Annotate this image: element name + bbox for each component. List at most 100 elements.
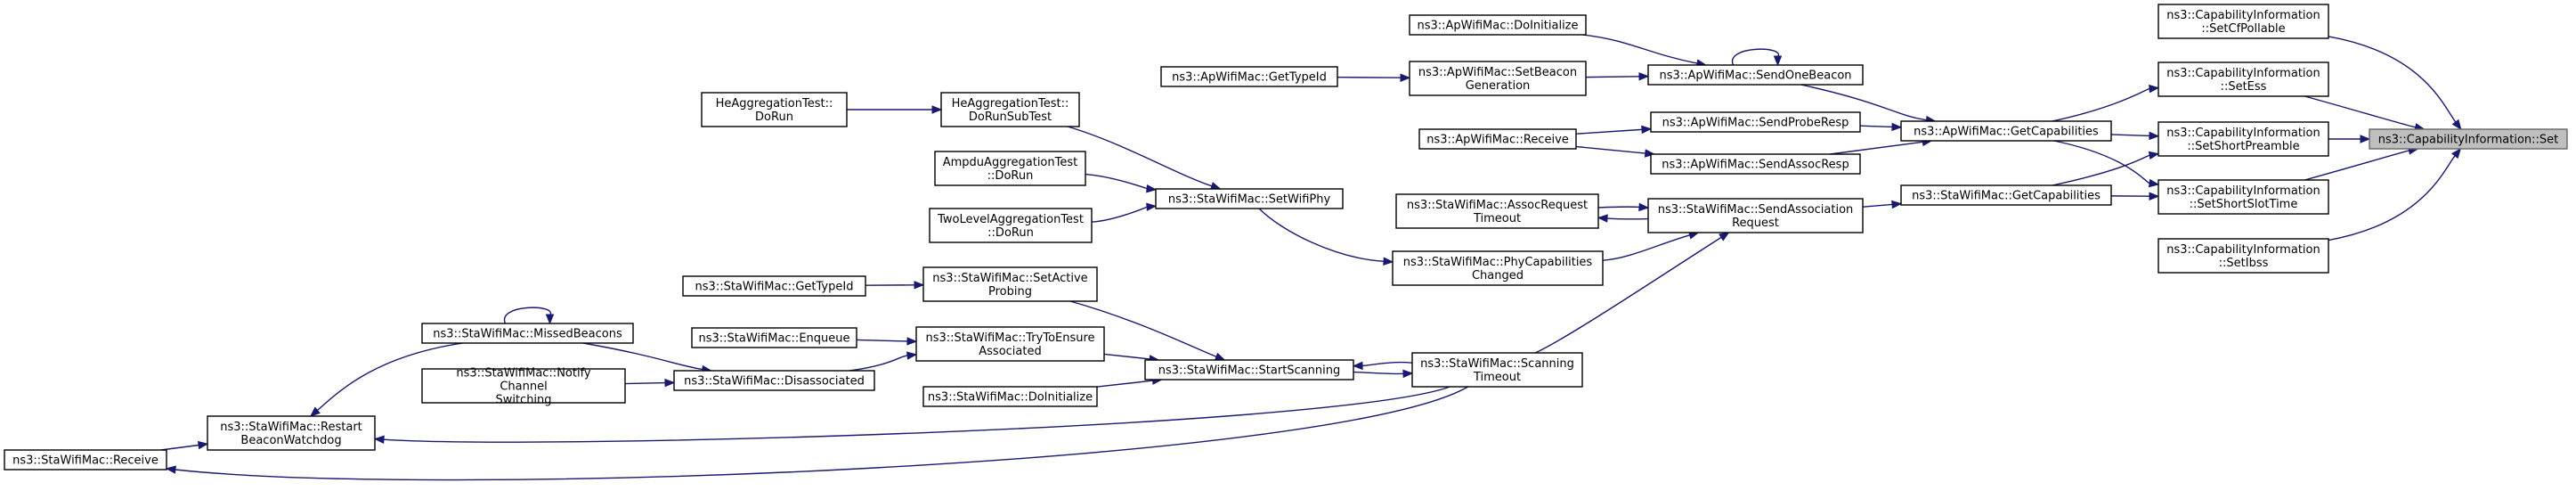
node-ci-setshortslot[interactable]: ns3::CapabilityInformation::SetShortSlot… (2158, 179, 2329, 215)
arrowhead (373, 435, 385, 444)
node-label: ns3::CapabilityInformation (2166, 67, 2320, 80)
edge-line (2328, 155, 2456, 241)
arrowhead (1352, 361, 1363, 371)
edge-sta_enqueue-to-try_ensure (856, 337, 918, 346)
edge-line (160, 444, 199, 451)
node-ci-setess[interactable]: ns3::CapabilityInformation::SetEss (2158, 61, 2329, 97)
node-ci-set[interactable]: ns3::CapabilityInformation::Set (2369, 128, 2568, 150)
node-sta-enqueue[interactable]: ns3::StaWifiMac::Enqueue (691, 327, 857, 348)
arrowhead (1641, 125, 1653, 135)
node-label: ns3::StaWifiMac::SetWifiPhy (1168, 193, 1331, 207)
node-he-dorunsub[interactable]: HeAggregationTest::DoRunSubTest (940, 92, 1080, 127)
node-ap-receive[interactable]: ns3::ApWifiMac::Receive (1418, 128, 1577, 150)
edge-ap_receive-to-ap_sendassoc (1575, 145, 1656, 158)
node-missed-beacons[interactable]: ns3::StaWifiMac::MissedBeacons (421, 323, 634, 344)
node-sta-doinit[interactable]: ns3::StaWifiMac::DoInitialize (922, 386, 1098, 407)
node-twolevel-dorun[interactable]: TwoLevelAggregationTest::DoRun (929, 208, 1093, 243)
edge-ci_setibss-to-ci_set (2328, 147, 2462, 241)
edge-sta_getcaps-to-ci_setshortpreamble (2052, 151, 2160, 186)
node-label: ns3::StaWifiMac::SetActive (932, 272, 1087, 285)
arrowhead (165, 465, 176, 474)
node-box (1418, 128, 1577, 150)
node-label: ::SetCfPollable (2201, 22, 2285, 36)
node-box (1647, 64, 1864, 86)
arrowhead (2360, 135, 2371, 143)
node-ci-setshortpreamble[interactable]: ns3::CapabilityInformation::SetShortPrea… (2158, 121, 2329, 157)
node-label: ns3::ApWifiMac::Receive (1426, 134, 1569, 147)
node-ci-setcfpollable[interactable]: ns3::CapabilityInformation::SetCfPollabl… (2158, 4, 2329, 39)
arrowhead (2149, 84, 2160, 94)
node-he-dorun[interactable]: HeAggregationTest::DoRun (701, 92, 848, 127)
node-label: ::SetIbss (2219, 257, 2269, 270)
node-label: ns3::StaWifiMac::Disassociated (684, 375, 865, 389)
node-sta-getcaps[interactable]: ns3::StaWifiMac::GetCapabilities (1900, 184, 2112, 206)
edge-line (1582, 34, 1698, 64)
node-box (915, 326, 1105, 362)
node-ap-getcaps[interactable]: ns3::ApWifiMac::GetCapabilities (1900, 120, 2112, 142)
node-ap-gettypeid[interactable]: ns3::ApWifiMac::GetTypeId (1160, 66, 1338, 87)
edge-line (175, 386, 1469, 481)
edge-line (624, 381, 666, 385)
node-label: ::SetEss (2221, 80, 2267, 94)
node-label: ::DoRun (987, 169, 1034, 183)
node-ap-doinit[interactable]: ns3::ApWifiMac::DoInitialize (1409, 14, 1587, 36)
edge-line (1353, 371, 1404, 375)
node-label: ns3::StaWifiMac::DoInitialize (928, 391, 1093, 405)
edge-set_wifi_phy-to-phy_caps_changed (1258, 208, 1394, 266)
arrowhead (1719, 232, 1730, 241)
node-box (1647, 198, 1864, 233)
edge-ap_getcaps-to-ci_setess (2052, 84, 2160, 122)
node-label: ns3::StaWifiMac::SendAssociation (1658, 203, 1854, 217)
call-edges (160, 34, 2462, 481)
arrowhead (309, 406, 321, 417)
edge-scanning_timeout-to-start_scanning (1352, 361, 1413, 371)
node-box (1395, 193, 1599, 229)
node-box (1409, 61, 1587, 96)
node-label: ns3::StaWifiMac::TryToEnsure (925, 331, 1094, 345)
node-disassociated[interactable]: ns3::StaWifiMac::Disassociated (673, 370, 875, 391)
arrowhead (1638, 72, 1650, 81)
edge-assoc_req_timeout-to-send_assoc_req (1597, 202, 1650, 212)
arrowhead (2451, 119, 2462, 131)
edge-line (1091, 206, 1148, 223)
edge-line (2304, 95, 2416, 128)
arrowhead (1383, 257, 1394, 266)
node-start-scanning[interactable]: ns3::StaWifiMac::StartScanning (1144, 359, 1354, 381)
node-box (421, 323, 634, 344)
self-loop-ap_sendbeacon (1731, 48, 1783, 67)
node-box (673, 370, 875, 391)
node-box (2158, 61, 2329, 97)
arrowhead (1402, 369, 1414, 379)
node-label: Timeout (1473, 212, 1521, 225)
edge-line (1800, 84, 1927, 121)
node-ap-sendprobe[interactable]: ns3::ApWifiMac::SendProbeResp (1650, 111, 1861, 133)
node-ampdu-dorun[interactable]: AmpduAggregationTest::DoRun (934, 151, 1086, 186)
node-sta-gettypeid[interactable]: ns3::StaWifiMac::GetTypeId (682, 275, 866, 297)
arrowhead (1891, 122, 1903, 132)
edge-scanning_timeout-to-send_assoc_req (1534, 232, 1730, 354)
node-label: ::SetShortSlotTime (2190, 198, 2298, 211)
node-ap-sendassoc[interactable]: ns3::ApWifiMac::SendAssocResp (1650, 153, 1861, 175)
arrowhead (931, 105, 943, 114)
node-sta-receive[interactable]: ns3::StaWifiMac::Receive (4, 449, 167, 471)
edge-ap_getcaps-to-ci_setshortpreamble (2110, 131, 2160, 141)
edge-ap_doinit-to-ap_sendbeacon (1582, 34, 1708, 68)
edge-line (1067, 126, 1213, 187)
node-box (2158, 4, 2329, 39)
node-set-wifi-phy[interactable]: ns3::StaWifiMac::SetWifiPhy (1155, 188, 1344, 209)
node-ap-sendbeacon[interactable]: ns3::ApWifiMac::SendOneBeacon (1647, 64, 1864, 86)
arrowhead (197, 440, 209, 450)
node-ci-setibss[interactable]: ns3::CapabilityInformation::SetIbss (2158, 238, 2329, 274)
edge-line (1361, 361, 1413, 367)
node-label: Changed (1472, 269, 1524, 282)
